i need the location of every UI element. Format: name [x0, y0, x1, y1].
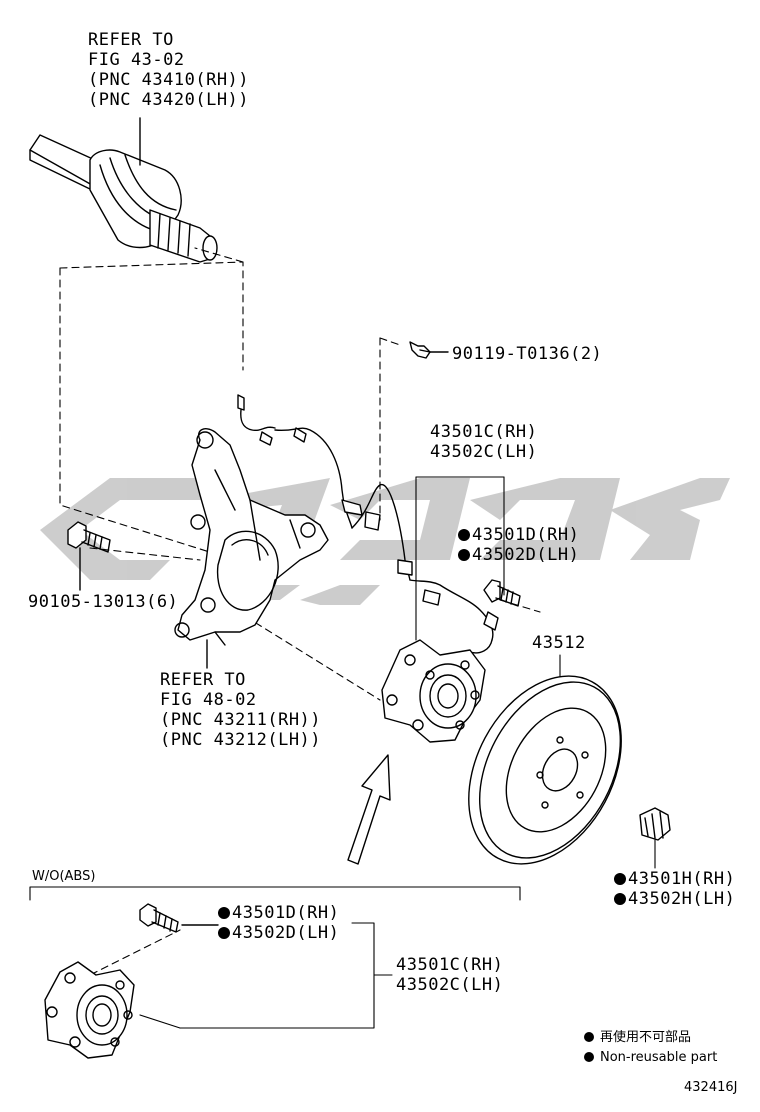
driveshaft-fig-ref: FIG 43-02 [88, 50, 185, 70]
legend-english: Non-reusable part [584, 1050, 717, 1066]
knuckle-bolt-part-number: 90105-13013(6) [28, 592, 179, 612]
watermark-logo [40, 478, 730, 605]
non-reusable-marker [614, 873, 626, 885]
driveshaft-pnc-rh: (PNC 43410(RH)) [88, 70, 250, 90]
abs-sensor-harness [237, 394, 499, 654]
inset-bolt-part-number-rh: 43501D(RH) [218, 903, 339, 923]
knuckle-bolt [67, 521, 111, 591]
knuckle-pnc-rh: (PNC 43211(RH)) [160, 710, 322, 730]
hub-bearing-assembly [381, 639, 486, 743]
inset-hub-part-number-rh: 43501C(RH) [396, 955, 504, 975]
non-reusable-marker [218, 927, 230, 939]
leader-lines [415, 476, 656, 869]
non-reusable-marker [218, 907, 230, 919]
hub-bolt-part-number-rh: 43501D(RH) [458, 525, 579, 545]
inset-hub-part-number-lh: 43502C(LH) [396, 975, 504, 995]
non-reusable-marker [458, 549, 470, 561]
drive-shaft [29, 117, 218, 263]
legend-japanese: 再使用不可部品 [584, 1030, 691, 1046]
lug-nut [639, 807, 671, 841]
lug-nut-part-number-rh: 43501H(RH) [614, 869, 735, 889]
non-reusable-marker [614, 893, 626, 905]
hub-bolt-part-number-lh: 43502D(LH) [458, 545, 579, 565]
legend-dot-icon [584, 1052, 594, 1062]
legend-dot-icon [584, 1032, 594, 1042]
lug-nut-part-number-lh: 43502H(LH) [614, 889, 735, 909]
knuckle-pnc-lh: (PNC 43212(LH)) [160, 730, 322, 750]
steering-knuckle [174, 428, 329, 669]
sensor-bolt-part-number: 90119-T0136(2) [452, 344, 603, 364]
driveshaft-pnc-lh: (PNC 43420(LH)) [88, 90, 250, 110]
knuckle-fig-ref: FIG 48-02 [160, 690, 257, 710]
knuckle-refer-to: REFER TO [160, 670, 246, 690]
brake-disc [468, 675, 622, 865]
inset-hub-bolt [139, 903, 219, 933]
inset-title: W/O(ABS) [32, 869, 96, 884]
hub-assy-part-number-rh: 43501C(RH) [430, 422, 538, 442]
inset-bolt-part-number-lh: 43502D(LH) [218, 923, 339, 943]
assembly-arrow [347, 754, 391, 865]
inset-hub-assembly [44, 961, 135, 1059]
figure-id: 432416J [684, 1080, 738, 1095]
projection-lines [59, 247, 541, 981]
non-reusable-marker [458, 529, 470, 541]
driveshaft-refer-to: REFER TO [88, 30, 174, 50]
hub-bolt [483, 579, 521, 607]
inset-frame [29, 886, 521, 901]
sensor-bolt [409, 341, 449, 359]
hub-assy-part-number-lh: 43502C(LH) [430, 442, 538, 462]
brake-disc-part-number: 43512 [532, 633, 586, 653]
inset-leader-lines [139, 922, 393, 1029]
